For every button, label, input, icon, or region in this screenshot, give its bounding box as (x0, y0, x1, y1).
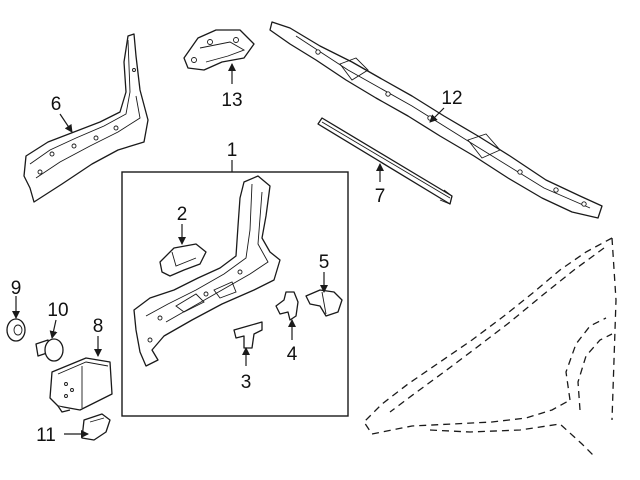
part-4-bracket (275, 291, 299, 321)
part-6-apron-reinforcement (23, 33, 149, 203)
part-2-bracket (159, 243, 207, 277)
part-11-bracket (81, 413, 111, 441)
assembly-frame (121, 171, 349, 417)
callout-12: 12 (441, 88, 462, 109)
callout-4: 4 (287, 344, 298, 365)
part-13-bracket (183, 29, 255, 71)
part-7-seal-strip (317, 117, 453, 205)
callout-10: 10 (47, 300, 68, 321)
callout-8: 8 (93, 316, 104, 337)
part-9-nut (6, 318, 26, 342)
callout-13: 13 (221, 90, 242, 111)
callout-3: 3 (241, 372, 252, 393)
part-3-bracket (233, 321, 263, 349)
callout-5: 5 (319, 252, 330, 273)
part-10-clip (35, 338, 64, 362)
leader-lines (12, 63, 445, 438)
callout-9: 9 (11, 278, 22, 299)
callout-7: 7 (375, 186, 386, 207)
callout-2: 2 (177, 204, 188, 225)
callout-1: 1 (227, 140, 238, 161)
callout-6: 6 (51, 94, 62, 115)
callout-11: 11 (36, 425, 56, 446)
part-5-bracket (305, 289, 343, 317)
part-8-box (49, 357, 113, 413)
part-1-apron-assembly (133, 175, 281, 367)
fender-outline (363, 237, 617, 457)
